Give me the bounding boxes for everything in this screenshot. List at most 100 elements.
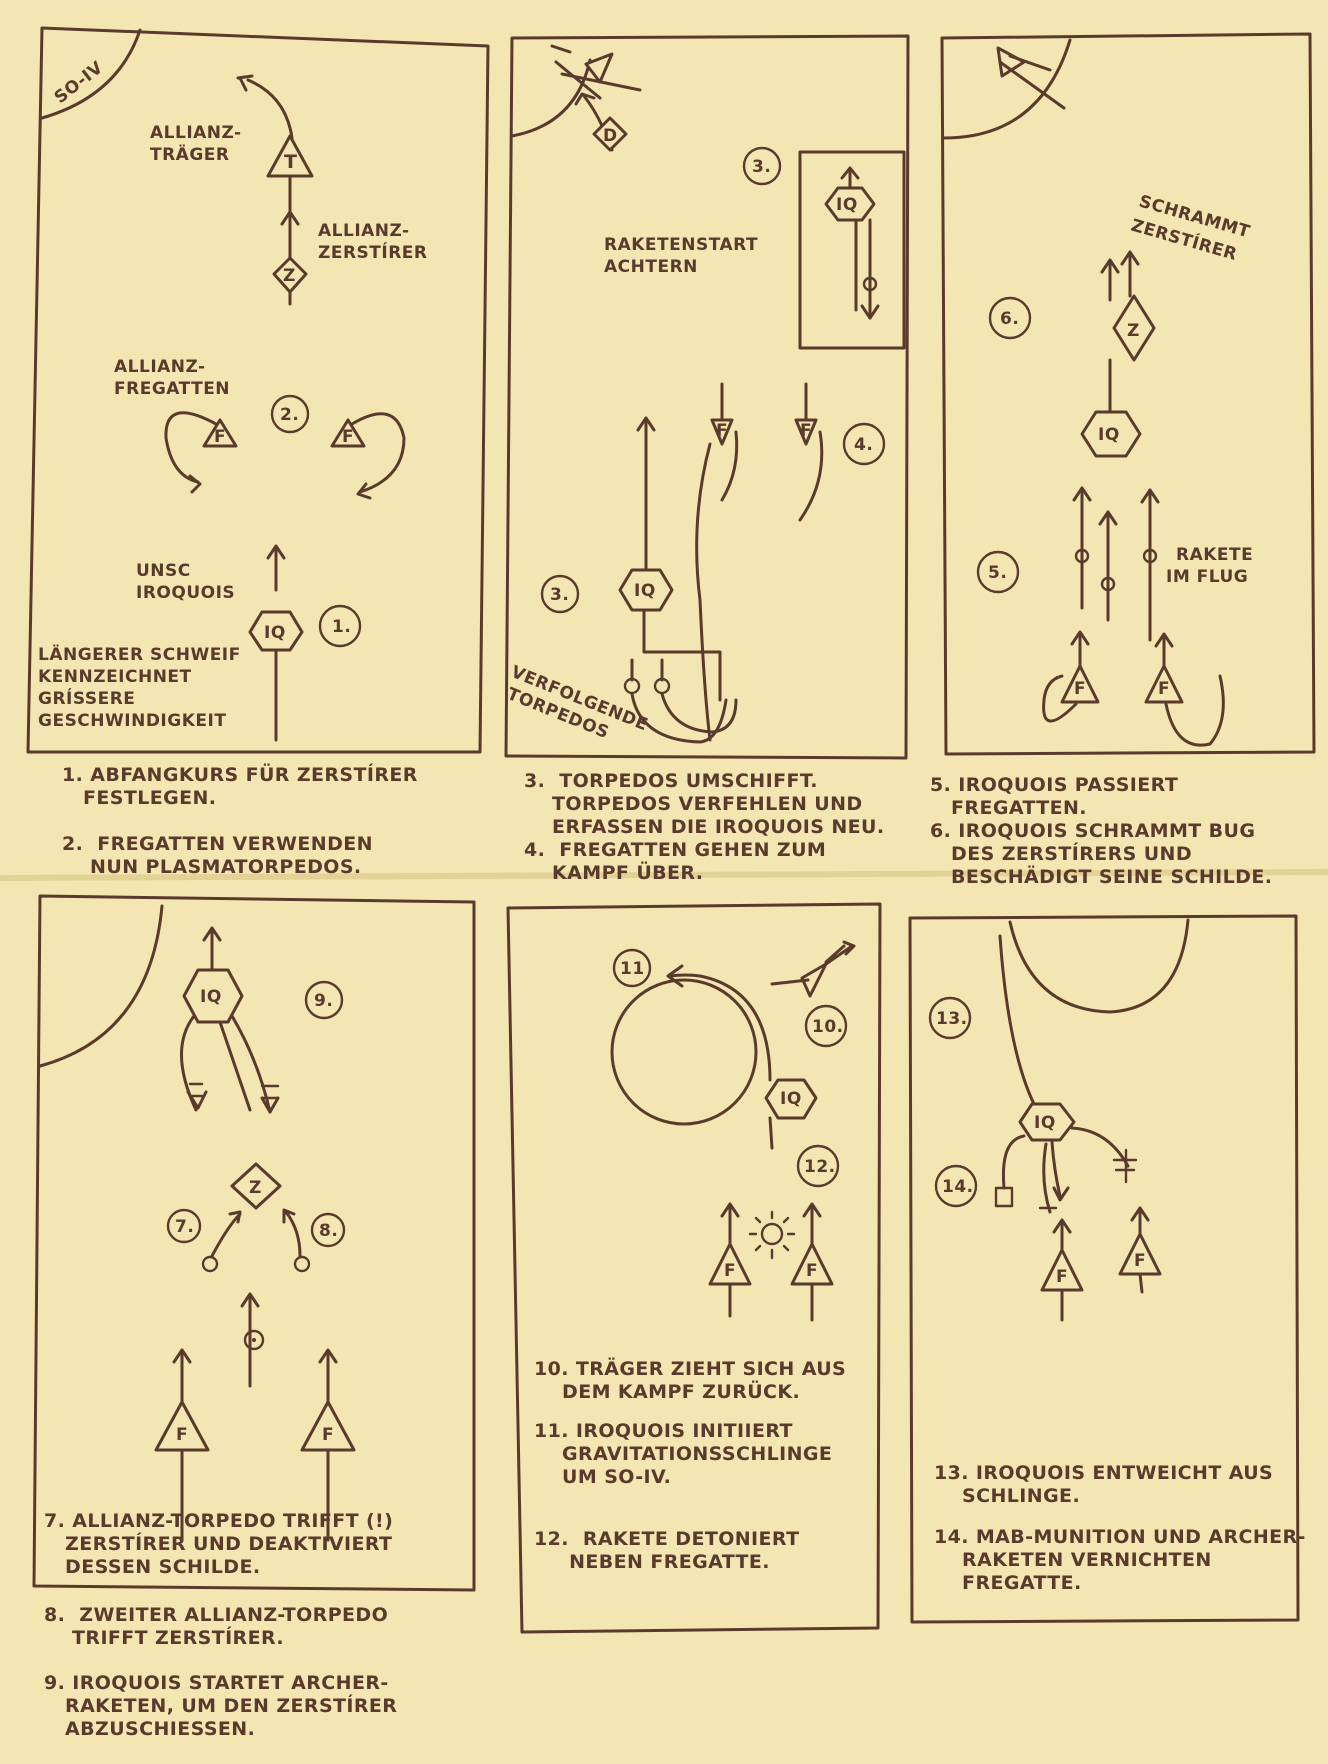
missile-label-line-1: RAKETE xyxy=(1176,545,1253,565)
step-11-circle xyxy=(612,948,652,988)
frigate-2-loop xyxy=(350,412,406,494)
archer-2-missile xyxy=(260,1084,280,1100)
step-9-marker: 9. xyxy=(314,991,333,1011)
carrier-label-line-1: ALLIANZ- xyxy=(150,123,242,143)
iroquois-label-line-2: IROQUOIS xyxy=(136,583,235,603)
frigate-2-arrow xyxy=(1130,1206,1150,1238)
carrier-trails xyxy=(770,940,856,986)
step-13-marker: 13. xyxy=(936,1009,968,1029)
frigate-2-arrow xyxy=(1154,632,1174,668)
destroyer-glyph: D xyxy=(603,126,618,146)
mab-round-1-path xyxy=(1001,1134,1026,1190)
iroquois-glyph: IQ xyxy=(200,987,222,1007)
panel-3-frame xyxy=(940,32,1316,756)
step-11-marker: 11 xyxy=(620,959,645,979)
step-1-circle xyxy=(318,604,362,648)
launch-inset-box xyxy=(798,150,906,350)
destroyer-glyph: Z xyxy=(1127,321,1140,341)
step-1-marker: 1. xyxy=(332,617,351,637)
destroyer-label-line-2: ZERSTÍRER xyxy=(318,241,428,263)
panel-4: IQ 9. Z 7. 8. F F xyxy=(38,904,356,1542)
frigate-1-turn xyxy=(1042,674,1078,723)
iroquois-escape-path xyxy=(998,934,1036,1106)
iroquois-ship xyxy=(618,568,674,612)
frigate-1-ship xyxy=(1060,664,1100,704)
planet-arc xyxy=(40,28,142,120)
gravity-well-planet xyxy=(610,978,758,1126)
iroquois-tail xyxy=(218,1020,252,1112)
step-8-marker: 8. xyxy=(319,1221,338,1241)
panel-5-frame xyxy=(506,902,882,1634)
frigate-2-glyph: F xyxy=(1158,679,1170,699)
caption-step-7: 7. ALLIANZ-TORPEDO TRIFFT (!) ZERSTÍRER … xyxy=(44,1510,394,1578)
step-7-marker: 7. xyxy=(175,1217,194,1237)
step-4-marker: 4. xyxy=(854,435,873,455)
slingshot-arrowhead xyxy=(666,964,684,988)
iroquois-tail xyxy=(642,608,722,702)
inset-iroquois-arrow xyxy=(840,166,860,190)
frigate-1-glyph: F xyxy=(716,421,728,441)
frigate-2-glyph: F xyxy=(800,421,812,441)
torpedo-1 xyxy=(201,1255,219,1273)
frigates-label-line-2: FREGATTEN xyxy=(114,379,230,399)
frigate-1-arrow xyxy=(1070,630,1090,668)
iroquois-course-arrow xyxy=(202,926,222,972)
carrier-course-line xyxy=(246,78,294,140)
frigate-1-arrow xyxy=(720,1202,740,1248)
step-6-marker: 6. xyxy=(1000,309,1019,329)
panel-6-frame xyxy=(908,914,1300,1624)
iroquois-ship xyxy=(764,1078,818,1120)
inset-missile-arrowhead xyxy=(860,304,880,320)
missile-2-track xyxy=(1098,510,1118,622)
planet-arc xyxy=(510,58,592,138)
missile-label-line-2: IM FLUG xyxy=(1166,567,1248,587)
missile-1-track xyxy=(1072,486,1092,610)
frigate-1-glyph: F xyxy=(176,1425,188,1445)
iroquois-glyph: IQ xyxy=(1098,425,1120,445)
frigate-2-glyph: F xyxy=(806,1261,818,1281)
frigate-2-ship xyxy=(1144,664,1184,704)
frigate-2-turn xyxy=(1164,674,1225,747)
missile-core xyxy=(252,1338,256,1342)
frigate-1-arrowhead xyxy=(188,474,202,494)
panel-6: 13. IQ 14. F F xyxy=(928,918,1190,1322)
archer-missile xyxy=(1112,1148,1138,1184)
tail-note-line-2: KENNZEICHNET xyxy=(38,667,192,687)
fold-line xyxy=(0,869,1328,881)
torpedo-1-path xyxy=(210,1210,242,1258)
caption-steps-1-2: 1. ABFANGKURS FÜR ZERSTÍRER FESTLEGEN. 2… xyxy=(62,764,418,878)
torpedo-2-path xyxy=(660,692,738,734)
detonation-core xyxy=(760,1222,784,1246)
carrier-label-line-2: TRÄGER xyxy=(150,143,230,165)
inset-iroquois-glyph: IQ xyxy=(836,195,858,215)
inset-missile xyxy=(862,276,878,292)
step-4-circle xyxy=(842,422,886,466)
step-3-bottom-marker: 3. xyxy=(550,585,569,605)
missile-1 xyxy=(1074,548,1090,564)
caption-step-8: 8. ZWEITER ALLIANZ-TORPEDO TRIFFT ZERSTÍ… xyxy=(44,1604,389,1649)
tail-note-line-4: GESCHWINDIGKEIT xyxy=(38,711,226,731)
mab-round-3-path xyxy=(1042,1142,1052,1214)
step-12-marker: 12. xyxy=(804,1157,836,1177)
destroyer-course-arrow xyxy=(1100,258,1120,302)
step-6-circle xyxy=(988,296,1032,340)
torpedo-2 xyxy=(293,1255,311,1273)
tail-note-line-1: LÄNGERER SCHWEIF xyxy=(38,643,241,665)
panel-3: SCHRAMMT ZERSTÍRER Z IQ 6. RAKETE IM FLU… xyxy=(942,38,1253,747)
missile-2 xyxy=(1100,576,1116,592)
carrier-trails xyxy=(998,54,1066,110)
panel-4-frame xyxy=(32,894,476,1592)
step-5-circle xyxy=(976,550,1020,594)
destroyer-course-arrow xyxy=(280,210,300,260)
step-5-marker: 5. xyxy=(988,563,1007,583)
destroyer-ship xyxy=(592,116,628,152)
iroquois-glyph: IQ xyxy=(264,623,286,643)
torpedo-1-path xyxy=(630,692,728,744)
planet-arc xyxy=(942,38,1072,140)
frigate-2-turn xyxy=(798,430,824,522)
panel-1: SO-IV T ALLIANZ- TRÄGER Z ALLIANZ- ZERST… xyxy=(38,28,428,742)
caption-steps-3-4: 3. TORPEDOS UMSCHIFFT. TORPEDOS VERFEHLE… xyxy=(524,770,885,884)
frigate-1-glyph: F xyxy=(214,427,226,447)
inset-iroquois xyxy=(824,186,876,222)
